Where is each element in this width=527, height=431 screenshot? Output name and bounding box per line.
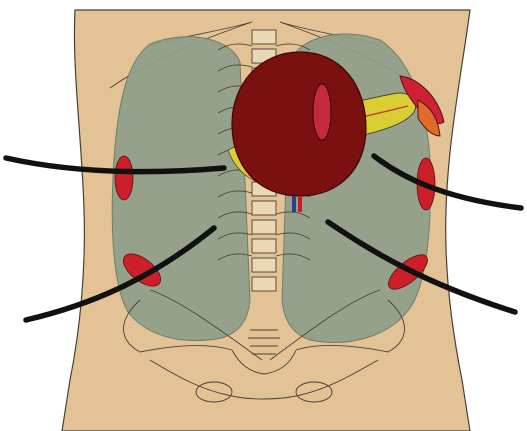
heart bbox=[232, 52, 366, 196]
vertebra bbox=[252, 277, 276, 291]
heart-highlight bbox=[313, 84, 331, 140]
vertebra bbox=[252, 258, 276, 272]
right-lung bbox=[112, 37, 250, 341]
vertebra bbox=[252, 30, 276, 44]
vertebra bbox=[252, 220, 276, 234]
vertebra bbox=[252, 239, 276, 253]
vertebra bbox=[252, 201, 276, 215]
right-upper-kidney bbox=[115, 156, 133, 200]
